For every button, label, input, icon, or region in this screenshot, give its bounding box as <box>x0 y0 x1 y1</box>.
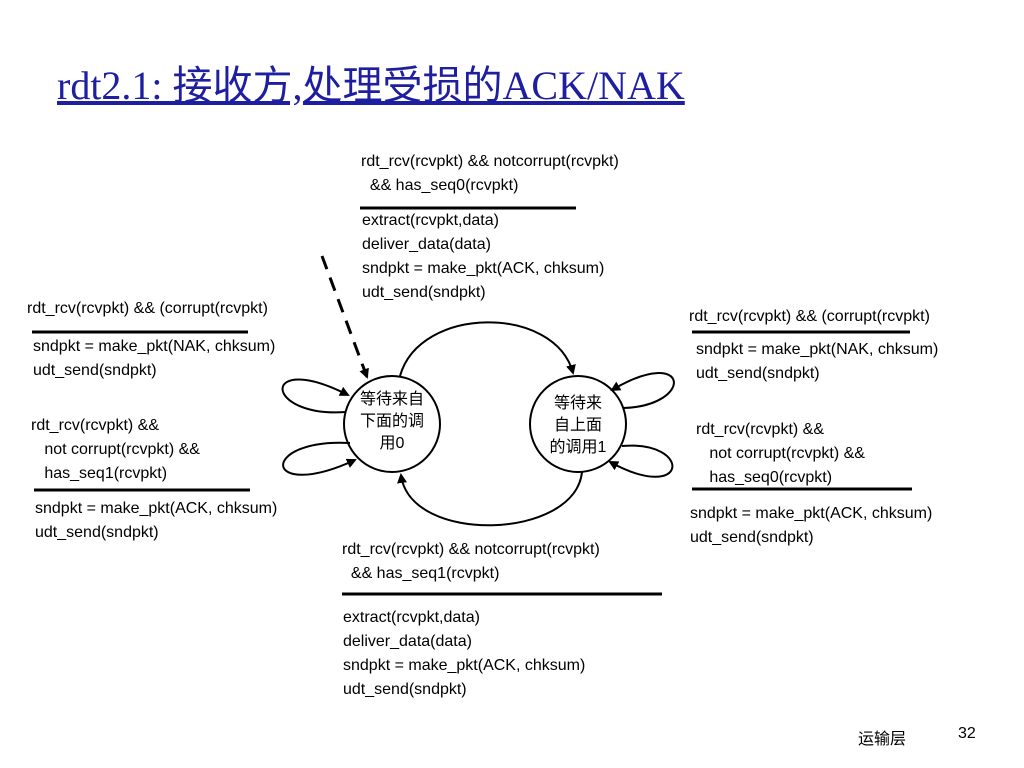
self-loop-left-upper <box>281 378 350 414</box>
bottom-condition: rdt_rcv(rcvpkt) && notcorrupt(rcvpkt) &&… <box>342 541 600 582</box>
right-corrupt-actions: sndpkt = make_pkt(NAK, chksum) udt_send(… <box>696 341 939 382</box>
state-wait-above-1-label: 等待来 自上面 的调用1 <box>549 395 607 456</box>
left-seq-condition: rdt_rcv(rcvpkt) && not corrupt(rcvpkt) &… <box>31 417 200 482</box>
self-loop-right-lower <box>608 444 674 478</box>
initial-state-arrow <box>320 255 369 379</box>
top-condition: rdt_rcv(rcvpkt) && notcorrupt(rcvpkt) &&… <box>361 153 619 194</box>
state-wait-below-0-label: 等待来自 下面的调 用0 <box>359 391 424 452</box>
left-seq-actions: sndpkt = make_pkt(ACK, chksum) udt_send(… <box>35 500 278 541</box>
right-seq-actions: sndpkt = make_pkt(ACK, chksum) udt_send(… <box>690 505 933 546</box>
bottom-actions: extract(rcvpkt,data) deliver_data(data) … <box>343 609 586 698</box>
right-corrupt-condition: rdt_rcv(rcvpkt) && (corrupt(rcvpkt) <box>689 308 930 325</box>
transition-bottom-arc <box>397 471 583 527</box>
footer-chapter-label: 运输层 <box>858 731 907 748</box>
page-number: 32 <box>958 725 976 742</box>
state-wait-below-0-circle <box>343 375 441 473</box>
slide-title: rdt2.1: 接收方,处理受损的ACK/NAK <box>57 63 685 108</box>
state-wait-above-1-circle <box>529 375 627 473</box>
left-corrupt-condition: rdt_rcv(rcvpkt) && (corrupt(rcvpkt) <box>27 300 268 317</box>
self-loop-right-upper <box>610 372 675 409</box>
self-loop-left-lower <box>282 441 357 476</box>
right-seq-condition: rdt_rcv(rcvpkt) && not corrupt(rcvpkt) &… <box>696 421 865 486</box>
left-corrupt-actions: sndpkt = make_pkt(NAK, chksum) udt_send(… <box>33 338 276 379</box>
transition-top-arc <box>399 321 576 377</box>
top-actions: extract(rcvpkt,data) deliver_data(data) … <box>362 212 605 301</box>
